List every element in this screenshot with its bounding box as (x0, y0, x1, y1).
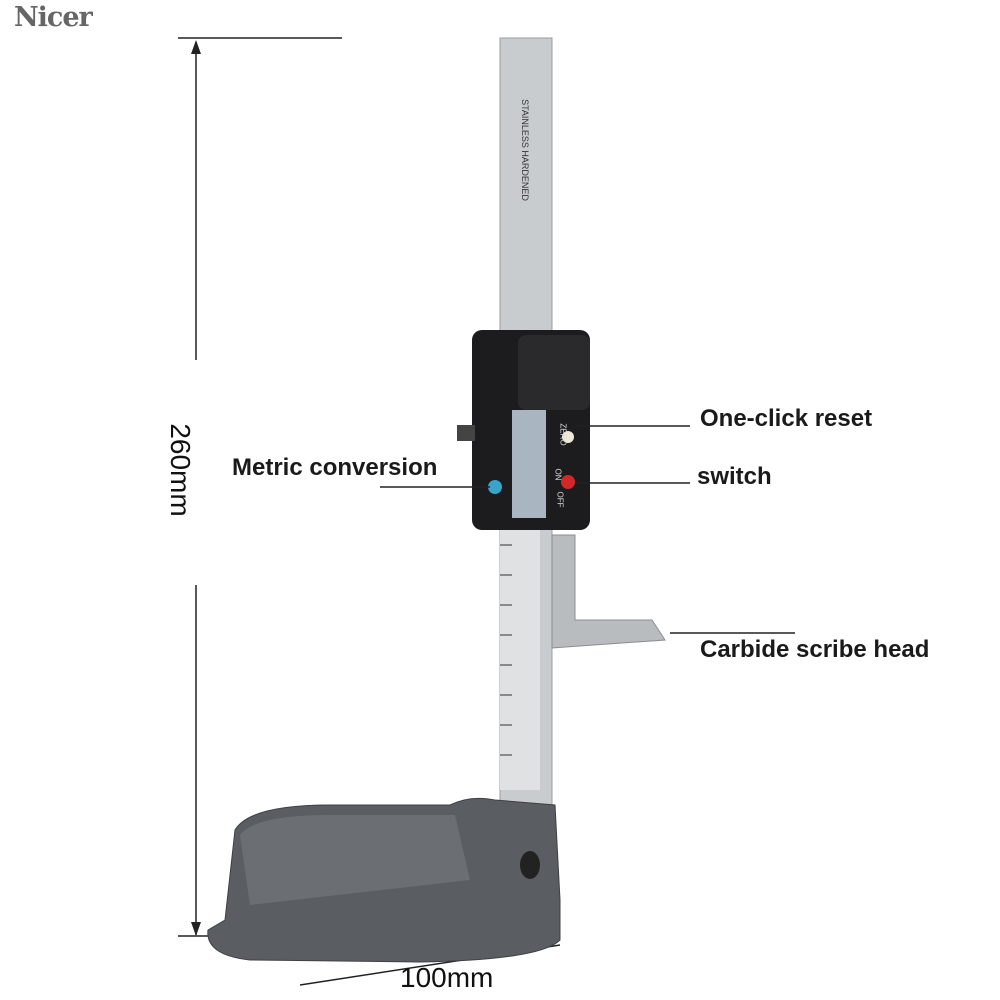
power-button (561, 475, 575, 489)
arrow-up-icon (191, 40, 201, 54)
on-label: ON (553, 468, 563, 481)
beam-marking: STAINLESS HARDENED (520, 99, 530, 201)
zero-label: ZERO (558, 423, 568, 446)
scribe-arm (551, 534, 666, 649)
callout-reset: One-click reset (700, 405, 873, 432)
arrow-down-icon (191, 922, 201, 936)
zero-button (562, 431, 574, 443)
base-hole (520, 851, 540, 879)
width-dimension: 100mm (400, 962, 494, 993)
lock-screw (457, 425, 475, 441)
lcd-screen (512, 410, 546, 518)
callout-switch: switch (697, 463, 772, 490)
unit-conversion-button (488, 480, 502, 494)
height-dimension: 260mm (165, 423, 196, 517)
off-label: OFF (555, 491, 565, 508)
brand-logo: Nicer (14, 2, 93, 33)
callout-scribe: Carbide scribe head (700, 636, 930, 663)
callout-metric: Metric conversion (232, 454, 438, 481)
